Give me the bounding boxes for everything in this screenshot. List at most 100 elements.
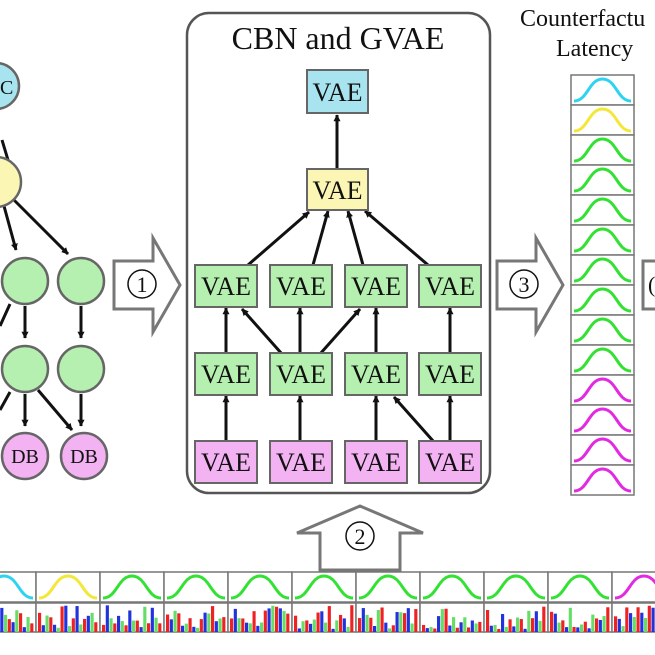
- strip-curve: [614, 574, 655, 600]
- vae-label: VAE: [201, 448, 251, 477]
- histogram-bar: [207, 613, 211, 632]
- histogram-bar: [260, 622, 264, 632]
- panel-title: CBN and GVAE: [232, 20, 445, 56]
- histogram-bar: [71, 618, 75, 632]
- latency-cells: [570, 74, 635, 496]
- histogram-bar: [422, 624, 426, 632]
- partial-right-arrow: (: [641, 259, 655, 311]
- histogram-bar: [263, 610, 267, 632]
- histogram-bar: [241, 618, 245, 632]
- histogram-bar: [527, 610, 531, 632]
- vae-green-top-2: VAE: [269, 264, 333, 308]
- histogram-bar: [158, 623, 162, 632]
- vae-label: VAE: [276, 448, 326, 477]
- histogram-bar: [331, 628, 335, 632]
- strip-curve: [486, 574, 546, 600]
- histogram-bar: [542, 606, 546, 632]
- histogram-bar: [516, 617, 520, 632]
- histogram-bar: [7, 619, 11, 632]
- histogram-bar: [651, 607, 655, 632]
- vae-blue: VAE: [306, 69, 369, 114]
- histogram-bar: [501, 614, 505, 632]
- histogram-bar: [640, 612, 644, 632]
- histogram-bar: [414, 609, 418, 632]
- histogram-bar: [433, 628, 437, 632]
- vae-label: VAE: [351, 272, 401, 301]
- histogram-bar: [147, 623, 151, 632]
- histogram-bar: [211, 606, 215, 632]
- histogram-bar: [173, 610, 177, 632]
- step-1-arrow: 1: [112, 232, 182, 338]
- histogram-bar: [86, 615, 90, 632]
- edge-g3-to-yellow: [346, 210, 365, 266]
- histogram-bar: [286, 613, 290, 632]
- histogram-bar: [19, 613, 23, 632]
- histogram-bar: [218, 618, 222, 632]
- latency-curve: [573, 287, 632, 313]
- edge-root-to-node-a: [2, 205, 18, 251]
- histogram-bar: [602, 616, 606, 632]
- db-node-a-label: DB: [11, 446, 39, 468]
- histogram-bar: [486, 610, 490, 632]
- edge-b4-to-m3: [392, 396, 436, 443]
- histogram-bar: [124, 625, 128, 632]
- db-node-a: [0, 431, 50, 481]
- edge-g1-to-yellow: [247, 210, 310, 267]
- histogram-bar: [169, 619, 173, 632]
- strip-curve: [0, 574, 34, 600]
- histogram-bar: [474, 623, 478, 632]
- histogram-bar: [369, 617, 373, 632]
- histogram-bar: [504, 626, 508, 632]
- histogram-bar: [636, 607, 640, 632]
- latency-column: Counterfactu Latency: [520, 6, 645, 496]
- histogram-bar: [531, 618, 535, 632]
- bottom-bars: [0, 602, 655, 633]
- bottom-strip: [0, 571, 655, 633]
- vae-green-top-3: VAE: [344, 264, 408, 308]
- histogram-bar: [11, 622, 15, 632]
- vae-edges: [222, 114, 454, 443]
- latency-curve: [573, 107, 632, 133]
- histogram-bar: [233, 608, 237, 632]
- histogram-bar: [90, 612, 94, 632]
- node-c2: [0, 344, 50, 394]
- histogram-bar: [102, 624, 106, 632]
- histogram-bar: [230, 618, 234, 632]
- histogram-bar: [448, 625, 452, 632]
- histogram-bar: [15, 610, 19, 632]
- histogram-bar: [467, 627, 471, 632]
- histogram-bar: [267, 608, 271, 632]
- latency-title-line1: Counterfactu: [520, 6, 645, 32]
- latency-curve: [573, 347, 632, 373]
- histogram-bar: [568, 607, 572, 632]
- histogram-bar: [0, 607, 4, 632]
- edge-node-a-left: [0, 303, 12, 327]
- histogram-bar: [275, 606, 279, 632]
- histogram-bar: [463, 617, 467, 632]
- histogram-bar: [222, 617, 226, 632]
- strip-curve: [230, 574, 290, 600]
- histogram-bar: [572, 627, 576, 632]
- histogram-bar: [429, 627, 433, 632]
- vae-label: VAE: [201, 272, 251, 301]
- histogram-bar: [614, 616, 618, 632]
- histogram-bar: [437, 616, 441, 632]
- step-3-arrow: 3: [495, 232, 565, 338]
- histogram-bar: [591, 614, 595, 632]
- histogram-bar: [452, 617, 456, 632]
- histogram-bar: [132, 620, 136, 632]
- histogram-bar: [629, 613, 633, 632]
- histogram-bar: [587, 628, 591, 632]
- histogram-bar: [444, 608, 448, 632]
- vae-label: VAE: [276, 360, 326, 389]
- histogram-bar: [120, 621, 124, 632]
- histogram-bar: [358, 618, 362, 632]
- histogram-bar: [335, 620, 339, 632]
- vae-label: VAE: [425, 360, 475, 389]
- step-3-badge: [509, 269, 539, 299]
- histogram-bar: [621, 626, 625, 632]
- vae-green-top-1: VAE: [194, 264, 258, 308]
- histogram-bar: [508, 619, 512, 632]
- histogram-bar: [22, 627, 26, 632]
